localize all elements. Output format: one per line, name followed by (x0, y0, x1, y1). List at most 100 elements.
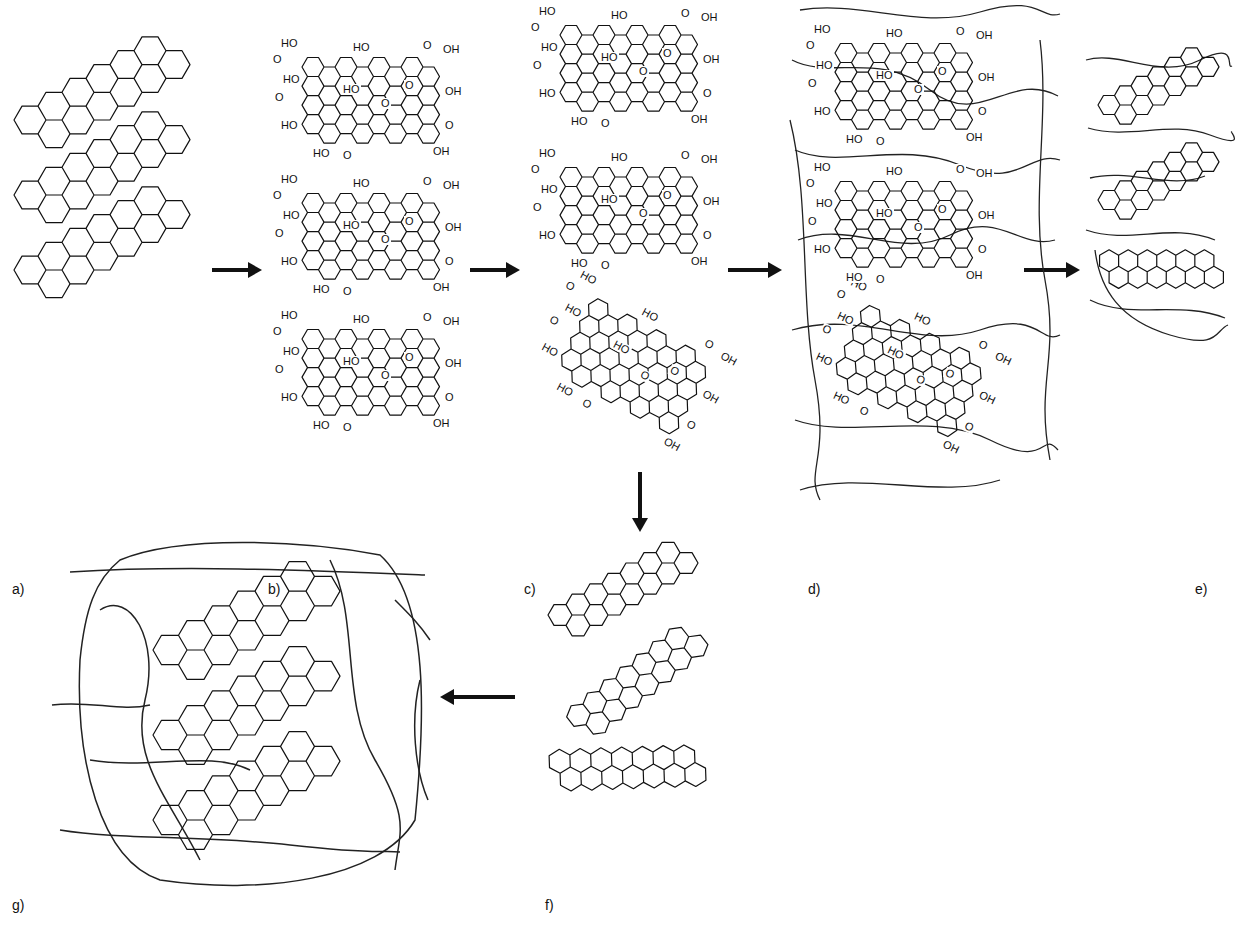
arrow (452, 695, 515, 699)
functional-group: OH (432, 282, 451, 293)
functional-group: HO (312, 284, 331, 295)
functional-group: HO (554, 381, 575, 399)
functional-group: HO (611, 338, 632, 356)
functional-group: HO (578, 269, 599, 287)
graphene-sheet (153, 732, 340, 850)
functional-group: OH (432, 146, 451, 157)
hexagon-lattice (835, 182, 973, 268)
functional-group: OH (432, 418, 451, 429)
functional-group: O (444, 256, 455, 267)
arrow (1024, 268, 1068, 272)
functional-group: O (404, 216, 415, 227)
functional-group: OH (975, 168, 994, 179)
functional-group: O (875, 136, 886, 147)
arrow-head (248, 262, 262, 278)
functional-group: O (444, 392, 455, 403)
functional-group: HO (815, 60, 834, 71)
functional-group: O (807, 78, 818, 89)
functional-group: HO (813, 162, 832, 173)
panel-label: f) (545, 898, 554, 912)
graphene-oxide-sheet: HOOHOOHOHOOOOOHOHOOHHOHOO (272, 172, 462, 302)
functional-group: O (404, 352, 415, 363)
graphene-sheet (1098, 143, 1219, 219)
graphene-oxide-sheet: HOOHOOHOHOOOOOHOHOOHHOHOO (272, 36, 462, 166)
functional-group: O (913, 373, 927, 387)
functional-group: OH (975, 30, 994, 41)
functional-group: HO (885, 344, 906, 362)
functional-group: OH (976, 389, 997, 407)
functional-group: O (684, 418, 698, 433)
polymer-chain (1090, 300, 1225, 318)
functional-group: OH (661, 435, 682, 453)
functional-group: HO (538, 88, 557, 99)
graphene-oxide-lattice (791, 271, 1018, 469)
hexagon-lattice (560, 26, 698, 112)
polymer-chain (1086, 53, 1232, 67)
functional-group: OH (700, 154, 719, 165)
panel-label: d) (808, 582, 820, 596)
functional-group: OH (690, 114, 709, 125)
arrow-head (1066, 262, 1080, 278)
polymer-chain (330, 560, 400, 870)
functional-group: O (342, 150, 353, 161)
functional-group: O (600, 118, 611, 129)
functional-group: HO (639, 306, 660, 324)
functional-group: O (857, 404, 871, 418)
functional-group: O (272, 54, 283, 65)
polymer-chain (395, 600, 430, 640)
functional-group: HO (352, 314, 371, 325)
arrow-head (440, 689, 454, 705)
functional-group: O (805, 178, 816, 189)
hexagon-lattice (302, 58, 440, 144)
polymer-chain (1039, 40, 1050, 460)
polymer-chain (795, 150, 1060, 173)
functional-group: O (272, 326, 283, 337)
functional-group: HO (600, 52, 619, 63)
functional-group: HO (538, 148, 557, 159)
hexagon-lattice (553, 296, 715, 436)
functional-group: O (380, 370, 391, 381)
arrow (470, 268, 508, 272)
functional-group: HO (875, 70, 894, 81)
functional-group: O (937, 204, 948, 215)
polymer-chain (800, 6, 1060, 18)
functional-group: OH (442, 316, 461, 327)
hexagon-lattice (302, 194, 440, 280)
polymer-chains-d (790, 6, 1060, 500)
functional-group: O (962, 420, 976, 434)
functional-group: O (404, 80, 415, 91)
functional-group: HO (280, 174, 299, 185)
functional-group: HO (813, 244, 832, 255)
functional-group: O (977, 106, 988, 117)
graphene-oxide-sheet: HOOHOOHOHOOOOOHOHOOHHOHOO (791, 271, 1018, 469)
functional-group: OH (702, 54, 721, 65)
graphene-oxide-sheet: HOOHOOHOHOOOOOHOHOOHHOHOO (516, 263, 745, 467)
polymer-chain (1088, 128, 1235, 141)
functional-group: HO (352, 42, 371, 53)
functional-group: HO (570, 258, 589, 269)
functional-group: HO (280, 256, 299, 267)
graphene-sheet (557, 624, 719, 737)
functional-group: O (274, 364, 285, 375)
functional-group: O (422, 312, 433, 323)
panel-label: a) (12, 582, 24, 596)
functional-group: O (422, 40, 433, 51)
functional-group: O (380, 234, 391, 245)
panel-label: c) (524, 582, 536, 596)
functional-group: HO (831, 389, 852, 407)
polymer-chains-e (1086, 53, 1235, 340)
functional-group: OH (700, 12, 719, 23)
functional-group: OH (992, 350, 1013, 368)
polymer-chain (790, 120, 820, 500)
functional-group: HO (282, 210, 301, 221)
polymer-chain (792, 60, 1058, 104)
functional-group: HO (540, 184, 559, 195)
functional-group: HO (845, 134, 864, 145)
graphene-sheet (1090, 206, 1233, 333)
functional-group: O (342, 286, 353, 297)
functional-group: OH (702, 196, 721, 207)
functional-group: O (807, 216, 818, 227)
arrow (728, 268, 770, 272)
functional-group: OH (940, 438, 961, 456)
